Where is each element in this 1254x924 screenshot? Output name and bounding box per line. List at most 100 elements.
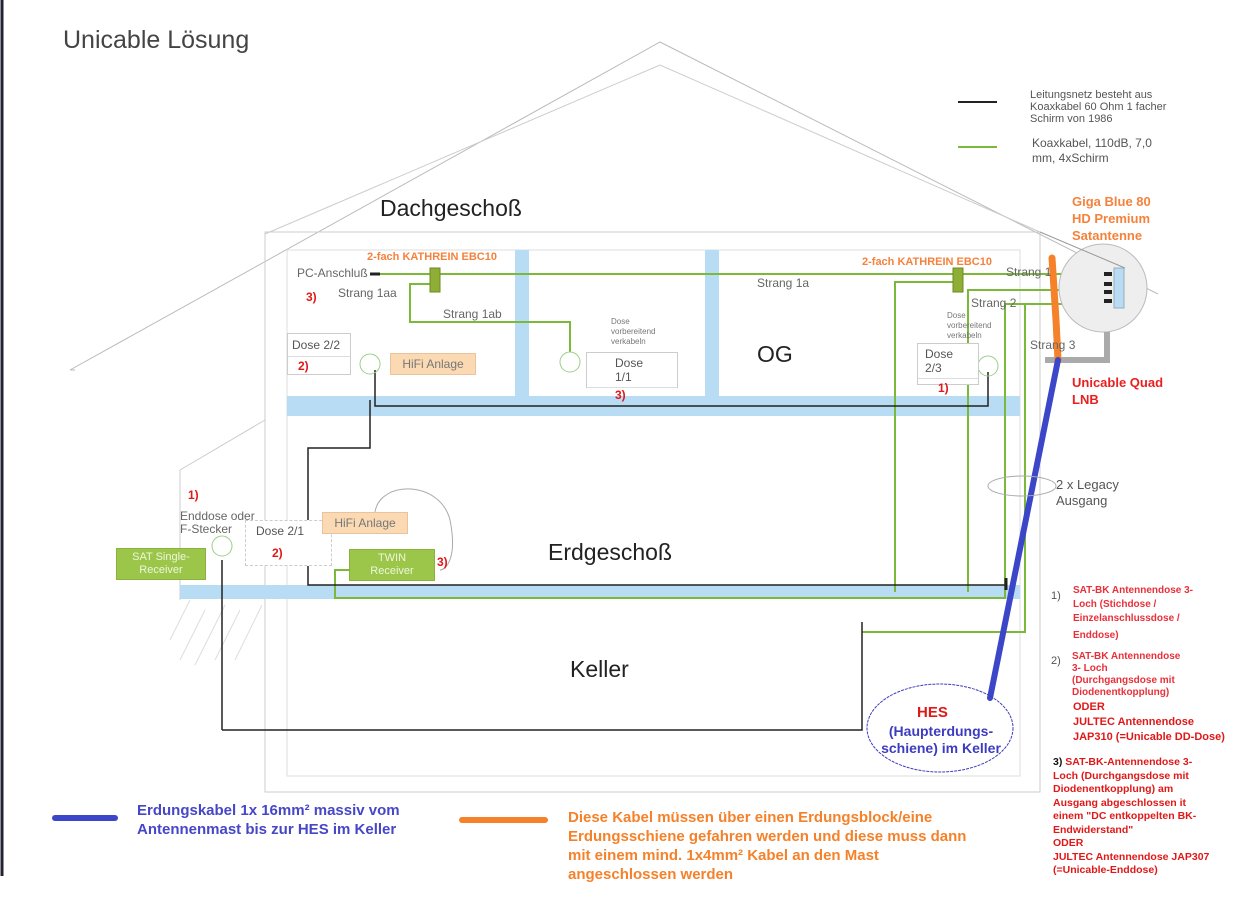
twin-receiver: TWIN Receiver — [349, 549, 435, 581]
note-1: SAT-BK Antennendose 3- Loch (Stichdose /… — [1073, 584, 1193, 643]
antenna-label-3: Satantenne — [1072, 228, 1143, 243]
note-line: vorbereitend — [611, 327, 656, 336]
strand-3: Strang 3 — [1030, 338, 1076, 352]
note-2-line: SAT-BK Antennendose — [1072, 651, 1181, 662]
note-2-alt: ODER JULTEC Antennendose JAP310 (=Unicab… — [1073, 700, 1225, 745]
splitter-left — [429, 267, 441, 293]
note-2-line: Diodenentkopplung) — [1072, 687, 1170, 698]
legend-old-line-2: Koaxkabel 60 Ohm 1 facher — [1030, 101, 1167, 113]
bond-note-line-4: angeschlossen werden — [568, 866, 734, 883]
sat-dish — [1058, 243, 1148, 333]
dose-2-3: Dose 2/3 1) — [917, 343, 979, 395]
bond-note-line-3: mit einem mind. 1x4mm² Kabel an den Mast — [568, 847, 879, 864]
antenna-label: Giga Blue 80 HD Premium Satantenne — [1072, 193, 1151, 244]
note-line: Dose — [611, 317, 630, 326]
strand-1a: Strang 1a — [757, 276, 810, 290]
note-2-alt-line: JAP310 (=Unicable DD-Dose) — [1073, 731, 1225, 743]
dose-1-1-note: Dose vorbereitend verkabeln — [611, 317, 655, 347]
hes-outline — [866, 683, 1014, 773]
antenna-label-1: Giga Blue 80 — [1072, 194, 1151, 209]
dose-2-1-num: 2) — [272, 546, 283, 560]
hes-sub-2: schiene) im Keller — [881, 740, 1001, 756]
new-coax-network — [334, 273, 1110, 633]
note-3-line: ODER — [1053, 837, 1084, 849]
hifi-eg: HiFi Anlage — [322, 512, 408, 534]
note-1-num: 1) — [1051, 590, 1061, 602]
note-1-line: Einzelanschlussdose / — [1073, 613, 1180, 624]
note-3: 3) SAT-BK-Antennendose 3- Loch (Durchgan… — [1053, 756, 1209, 878]
note-3-line: JULTEC Antennendose JAP307 — [1053, 850, 1210, 863]
note-line: vorbereitend — [947, 321, 992, 330]
floor-attic: Dachgeschoß — [380, 195, 522, 221]
note-3-line: Endwiderstand" — [1053, 823, 1134, 836]
legend-old-line-3: Schirm von 1986 — [1030, 113, 1113, 125]
floor-keller: Keller — [570, 656, 629, 682]
antenna-label-2: HD Premium — [1072, 211, 1151, 226]
twin-line-1: TWIN — [377, 552, 407, 564]
twin-num: 3) — [437, 555, 448, 569]
roof-inner — [264, 64, 1041, 235]
ground-hatch — [169, 599, 263, 666]
legend-new-text: Koaxkabel, 110dB, 7,0 mm, 4xSchirm — [1032, 136, 1152, 166]
lnb-label-2: LNB — [1072, 392, 1099, 407]
note-3-line: SAT-BK-Antennendose 3- — [1065, 756, 1193, 768]
dose-2-1-label: Dose 2/1 — [256, 524, 305, 538]
page-title: Unicable Lösung — [63, 26, 250, 54]
note-3-num: 3) — [1053, 756, 1063, 768]
ground-cable-note: Erdungskabel 1x 16mm² massiv vom Antenne… — [137, 801, 400, 839]
note-3-line: einem "DC entkoppelten BK- — [1053, 810, 1197, 822]
dose-2-1: Dose 2/1 2) — [245, 520, 332, 566]
note-1-line: Enddose) — [1073, 630, 1119, 641]
note-line: verkabeln — [611, 337, 646, 346]
hes-title: HES — [917, 704, 948, 721]
floor-og: OG — [757, 341, 793, 367]
splitter-left-label: 2-fach KATHREIN EBC10 — [367, 251, 497, 263]
note-line: Dose — [947, 311, 966, 320]
hifi-cable — [374, 488, 454, 571]
bond-cable-note: Diese Kabel müssen über einen Erdungsblo… — [568, 808, 966, 884]
ground-note-line-2: Antennenmast bis zur HES im Keller — [137, 821, 397, 838]
bonding-cable — [1048, 254, 1062, 364]
legend-new-line-2: mm, 4xSchirm — [1032, 151, 1109, 165]
note-2-line: (Durchgangsdose mit — [1072, 675, 1175, 686]
enddose-num: 1) — [188, 488, 199, 502]
dose-1-1: Dose 1/1 3) — [586, 352, 678, 402]
hes-subtitle: (Haupterdungs- schiene) im Keller — [870, 723, 1012, 757]
single-line-2: Receiver — [139, 564, 183, 576]
single-line-1: SAT Single- — [132, 551, 190, 563]
dose-2-2-num: 2) — [298, 359, 309, 373]
wall-2 — [705, 250, 719, 396]
dose-1-1-num: 3) — [615, 388, 626, 402]
strand-1ab: Strang 1ab — [443, 307, 502, 321]
enddose-line-2: F-Stecker — [180, 522, 233, 536]
building-outline — [264, 231, 1041, 793]
antenna-mast — [1045, 332, 1110, 363]
roof-outer — [69, 41, 1159, 371]
hes-sub-1: (Haupterdungs- — [888, 723, 994, 739]
legend-old-text: Leitungsnetz besteht aus Koaxkabel 60 Oh… — [1030, 89, 1166, 125]
floor-eg: Erdgeschoß — [548, 539, 673, 565]
legacy-line-1: 2 x Legacy — [1056, 477, 1119, 492]
strand-1: Strang 1 — [1006, 265, 1052, 279]
old-coax-network — [222, 272, 1008, 731]
dose-2-2: Dose 2/2 2) — [287, 333, 351, 375]
annex-roof — [179, 419, 266, 471]
twin-line-2: Receiver — [370, 565, 414, 577]
sat-single-receiver: SAT Single- Receiver — [116, 548, 206, 580]
note-1-line: SAT-BK Antennendose 3- — [1073, 585, 1194, 596]
lnb-block — [1113, 267, 1125, 309]
dose-2-3-note: Dose vorbereitend verkabeln — [947, 311, 991, 341]
legacy-marker — [987, 475, 1057, 497]
pc-outlet-label: PC-Anschluß — [297, 266, 368, 280]
floor-slab-eg — [180, 585, 1020, 599]
bond-note-line-2: Erdungsschiene gefahren werden und diese… — [568, 828, 967, 845]
dose-1-1-label: Dose 1/1 — [587, 353, 677, 388]
note-3-line: Loch (Durchgangsdose mit — [1053, 769, 1189, 782]
strand-1aa: Strang 1aa — [338, 286, 397, 300]
note-3-line: (=Unicable-Enddose) — [1053, 864, 1158, 876]
splitter-right — [952, 267, 964, 293]
splitter-right-label: 2-fach KATHREIN EBC10 — [862, 256, 992, 268]
strand-2: Strang 2 — [971, 296, 1017, 310]
note-line: verkabeln — [947, 331, 982, 340]
